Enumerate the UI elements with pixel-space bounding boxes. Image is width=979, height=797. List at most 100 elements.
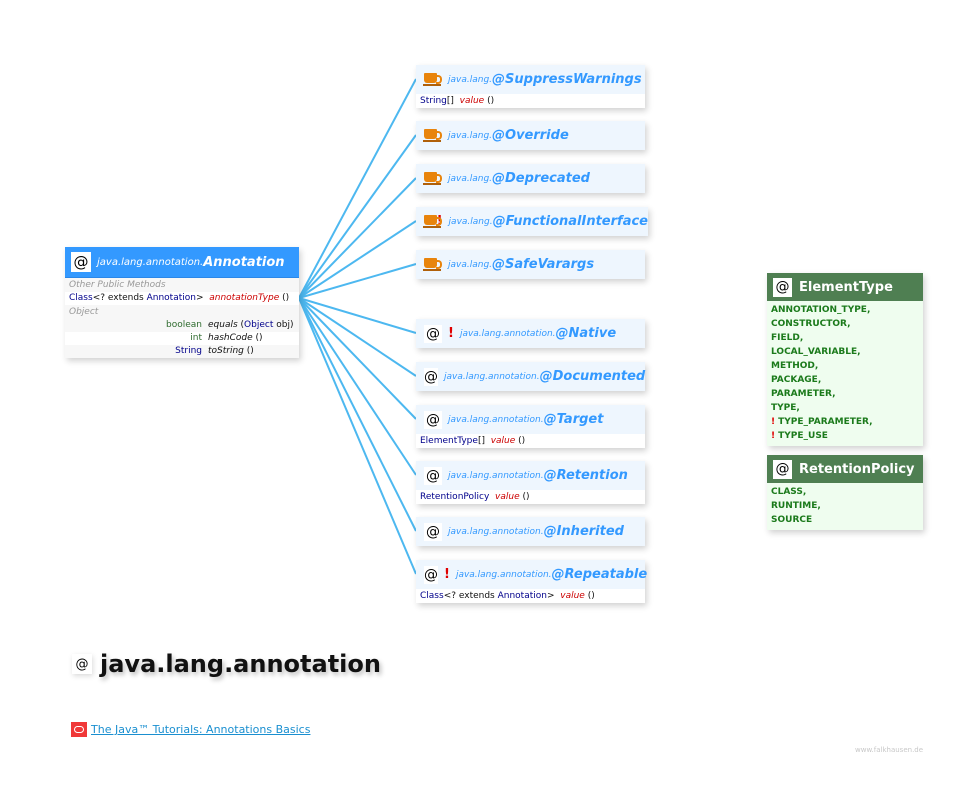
annotation-member[interactable]: Class<? extends Annotation> value () [416, 589, 645, 603]
connector-line [298, 78, 417, 299]
enum-constant[interactable]: RUNTIME, [771, 499, 919, 513]
class-package: java.lang.annotation. [97, 256, 204, 268]
return-type: int [190, 333, 202, 343]
member-type: Class [420, 591, 444, 601]
return-type: String [175, 346, 202, 356]
generic-type: Annotation [146, 293, 196, 303]
section-label: Object [65, 305, 299, 319]
java-cup-icon [423, 72, 442, 87]
cup-saucer [423, 225, 441, 228]
method-row-equals[interactable]: boolean equals (Object obj) [65, 319, 299, 332]
annotation-interface-box[interactable]: @ java.lang.annotation. Annotation Other… [65, 247, 299, 358]
cup-cup [424, 72, 437, 83]
member-type: RetentionPolicy [420, 492, 490, 502]
member-params: () [484, 96, 495, 106]
connector-line [298, 297, 417, 532]
annotation-member[interactable]: RetentionPolicy value () [416, 490, 645, 504]
enum-constant[interactable]: PACKAGE, [771, 373, 919, 387]
annotation-box[interactable]: java.lang.@SafeVarargs [416, 250, 645, 279]
return-type: boolean [166, 320, 202, 330]
enum-constant[interactable]: CLASS, [771, 485, 919, 499]
enum-constant-name: TYPE_USE [778, 431, 828, 441]
cup-cup [424, 171, 437, 182]
annotation-package: java.lang. [448, 259, 493, 270]
enum-constant[interactable]: FIELD, [771, 331, 919, 345]
generic-type: Annotation [497, 591, 547, 601]
annotation-package: java.lang.annotation. [459, 328, 556, 339]
enum-constant[interactable]: CONSTRUCTOR, [771, 317, 919, 331]
enum-constant[interactable]: METHOD, [771, 359, 919, 373]
enum-values: ANNOTATION_TYPE, CONSTRUCTOR, FIELD, LOCAL_… [767, 301, 923, 446]
member-name: value [560, 591, 585, 601]
method-name: toString [208, 346, 244, 356]
enum-constant-name: SOURCE [771, 515, 813, 525]
enum-header: @RetentionPolicy [767, 455, 923, 483]
tutorial-link[interactable]: The Java™ Tutorials: Annotations Basics [91, 723, 311, 736]
enum-constant[interactable]: !TYPE_PARAMETER, [771, 415, 919, 429]
java-cup-icon [423, 257, 442, 272]
member-type: String [420, 96, 447, 106]
annotation-box[interactable]: @java.lang.annotation.@Documented [416, 362, 645, 391]
annotation-box[interactable]: @java.lang.annotation.@Inherited [416, 517, 645, 546]
generic-close: > [546, 591, 555, 601]
annotation-package: java.lang.annotation. [455, 569, 552, 580]
annotation-header: java.lang.@SafeVarargs [416, 250, 645, 279]
annotation-name: @Native [555, 326, 617, 341]
annotation-package: java.lang. [448, 216, 493, 227]
annotation-name: @Override [492, 128, 569, 143]
at-icon: @ [424, 522, 442, 541]
annotation-interface-header: @ java.lang.annotation. Annotation [65, 247, 299, 278]
method-params: () [252, 333, 263, 343]
method-row-toString[interactable]: String toString () [65, 345, 299, 358]
tutorial-link-row[interactable]: The Java™ Tutorials: Annotations Basics [71, 722, 310, 737]
oracle-icon [71, 722, 87, 737]
cup-handle [436, 173, 442, 183]
enum-constant[interactable]: SOURCE [771, 513, 919, 527]
method-row-annotationType[interactable]: Class<? extends Annotation> annotationTy… [65, 292, 299, 305]
generic-close: > [195, 293, 204, 303]
enum-header: @ElementType [767, 273, 923, 301]
enum-constant[interactable]: PARAMETER, [771, 387, 919, 401]
java-cup-icon [423, 171, 442, 186]
enum-constant[interactable]: TYPE, [771, 401, 919, 415]
at-icon: @ [424, 410, 442, 429]
method-row-hashCode[interactable]: int hashCode () [65, 332, 299, 345]
at-icon: @ [72, 654, 92, 674]
annotation-header: @!java.lang.annotation.@Native [416, 319, 645, 348]
at-icon: @ [773, 277, 792, 297]
enum-constant-name: LOCAL_VARIABLE, [771, 347, 861, 357]
annotation-box[interactable]: @!java.lang.annotation.@Native [416, 319, 645, 348]
enum-constant-name: ANNOTATION_TYPE, [771, 305, 871, 315]
enum-constant-name: RUNTIME, [771, 501, 821, 511]
annotation-name: @Inherited [543, 524, 624, 539]
annotation-package: java.lang. [448, 130, 493, 141]
enum-constant[interactable]: ANNOTATION_TYPE, [771, 303, 919, 317]
enum-name: RetentionPolicy [799, 461, 915, 477]
at-icon: @ [424, 367, 438, 386]
enum-constant-name: FIELD, [771, 333, 804, 343]
enum-constant-name: PACKAGE, [771, 375, 822, 385]
enum-constant-name: METHOD, [771, 361, 819, 371]
annotation-header: java.lang.@SuppressWarnings [416, 65, 645, 94]
enum-constant[interactable]: !TYPE_USE [771, 429, 919, 443]
annotation-name: @Repeatable [551, 567, 648, 582]
annotation-member[interactable]: String[] value () [416, 94, 645, 108]
enum-constant[interactable]: LOCAL_VARIABLE, [771, 345, 919, 359]
annotation-box[interactable]: java.lang.@Deprecated [416, 164, 645, 193]
generic-open: <? extends [92, 293, 147, 303]
annotation-box[interactable]: !java.lang.@FunctionalInterface [416, 207, 648, 236]
annotation-name: @FunctionalInterface [492, 214, 648, 229]
method-params: () [279, 293, 290, 303]
connector-line [298, 177, 417, 299]
method-name: equals [208, 320, 238, 330]
annotation-package: java.lang. [448, 173, 493, 184]
annotation-box[interactable]: java.lang.@Override [416, 121, 645, 150]
cup-handle [436, 216, 442, 226]
annotation-member[interactable]: ElementType[] value () [416, 434, 645, 448]
